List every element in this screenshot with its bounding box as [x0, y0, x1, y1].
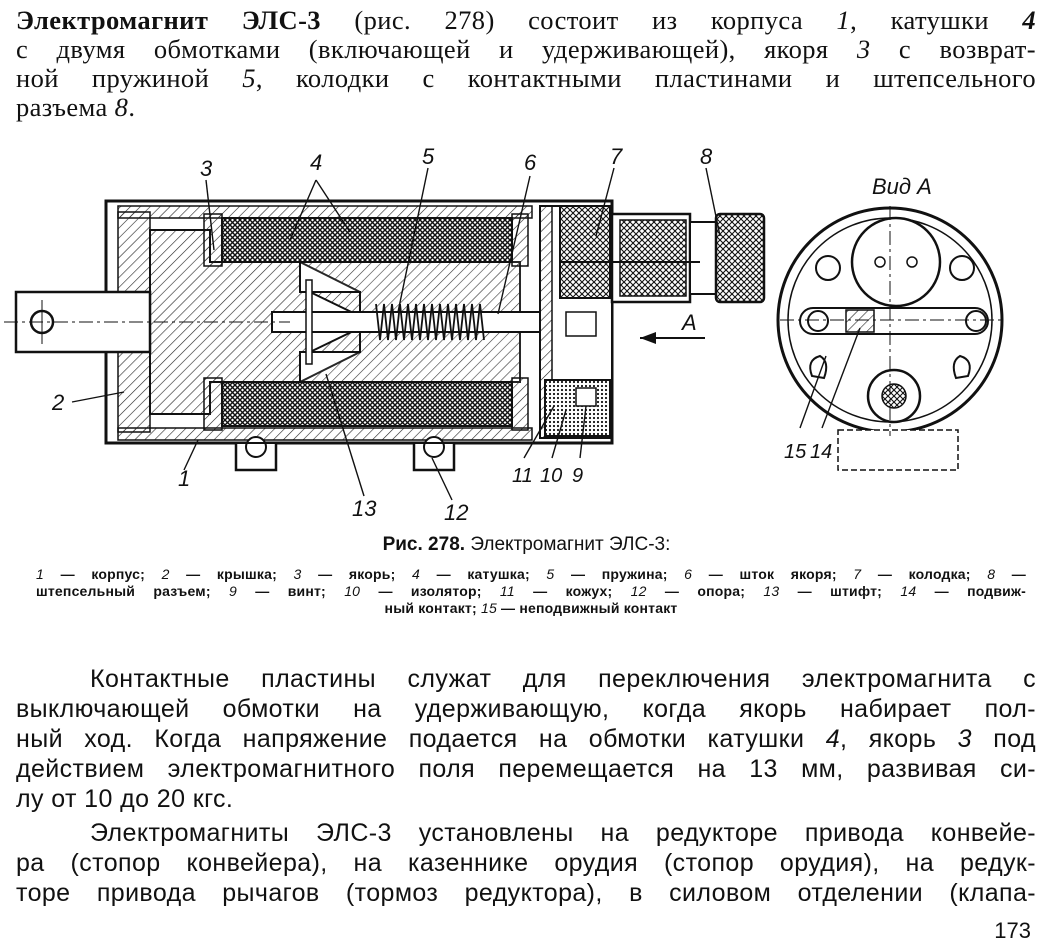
legend-item-number: 9	[228, 583, 237, 599]
legend-item-text: — корпус;	[44, 566, 162, 582]
label-12: 12	[444, 500, 468, 525]
page-number: 173	[994, 918, 1031, 943]
legend-item-text: — колодка;	[861, 566, 988, 582]
legend-item-text: — шток якоря;	[692, 566, 854, 582]
figure-number: Рис. 278.	[382, 534, 466, 555]
legend-line-3: ный контакт; 15 — неподвижный контакт	[36, 600, 1026, 617]
label-15: 15	[784, 441, 807, 463]
legend-item-number: 15	[480, 600, 497, 616]
legend-item-text: — подвиж-	[916, 583, 1026, 599]
label-4: 4	[310, 150, 322, 175]
legend-item-number: 4	[412, 566, 420, 582]
device-name: Электромагнит ЭЛС-3	[16, 5, 321, 35]
label-10: 10	[540, 465, 562, 487]
legend-item-text: ный контакт;	[384, 600, 481, 616]
legend-item-number: 13	[763, 583, 780, 599]
label-5: 5	[422, 144, 435, 169]
label-9: 9	[572, 465, 583, 487]
legend-item-number: 8	[987, 566, 996, 582]
legend-item-number: 12	[630, 583, 647, 599]
legend-item-text: — изолятор;	[360, 583, 500, 599]
paragraph-intro: Электромагнит ЭЛС-3 (рис. 278) состоит и…	[16, 5, 1036, 122]
label-6: 6	[524, 150, 537, 175]
figure-278-drawing: 1 2 3 4 5 6 7 8 9 10 11 12 13 14 15 Вид …	[4, 144, 1004, 525]
housing-wall-bottom	[117, 427, 533, 441]
legend-item-number: 14	[900, 583, 917, 599]
coil-upper	[221, 217, 513, 263]
legend-item-text: — якорь;	[301, 566, 412, 582]
legend-item-number: 10	[344, 583, 361, 599]
longitudinal-section	[4, 199, 766, 472]
legend-item-number: 3	[293, 566, 302, 582]
legend-item-text: — винт;	[236, 583, 345, 599]
screw	[575, 387, 597, 407]
label-7: 7	[610, 144, 623, 169]
legend-item-number: 6	[684, 566, 693, 582]
callout-labels: 1 2 3 4 5 6 7 8 9 10 11 12 13 14 15 Вид …	[51, 144, 932, 525]
label-11: 11	[512, 465, 533, 487]
legend-item-number: 1	[36, 566, 44, 582]
label-8: 8	[700, 144, 713, 169]
legend-line-2: штепсельный разъем; 9 — винт; 10 — изоля…	[36, 583, 1026, 600]
legend-item-text: — крышка;	[169, 566, 294, 582]
paragraph-contacts: Контактные пластины служат для переключе…	[16, 665, 1036, 813]
terminal-block	[559, 205, 611, 299]
figure-caption: Рис. 278. Электромагнит ЭЛС-3:	[382, 534, 671, 555]
legend-item-text: — штифт;	[779, 583, 901, 599]
end-view-base	[837, 429, 959, 471]
figure-legend: 1 — корпус; 2 — крышка; 3 — якорь; 4 — к…	[36, 566, 1026, 617]
end-view-a	[776, 206, 1004, 471]
legend-item-number: 7	[853, 566, 862, 582]
legend-item-number: 5	[546, 566, 555, 582]
plug-nut	[714, 212, 766, 304]
label-13: 13	[352, 496, 377, 521]
legend-line-1: 1 — корпус; 2 — крышка; 3 — якорь; 4 — к…	[36, 566, 1026, 583]
legend-item-number: 11	[499, 583, 515, 599]
legend-item-text: — катушка;	[420, 566, 547, 582]
leader-lines	[71, 167, 861, 501]
label-2: 2	[51, 390, 64, 415]
label-14: 14	[810, 441, 832, 463]
pin	[305, 279, 313, 365]
paragraph-installation: Электромагниты ЭЛС-3 установлены на реду…	[16, 819, 1036, 907]
coil-lower	[221, 381, 513, 427]
legend-item-number: 2	[161, 566, 170, 582]
legend-item-text: —	[995, 566, 1027, 582]
view-a-label: Вид А	[872, 174, 932, 199]
legend-item-text: — пружина;	[554, 566, 685, 582]
label-3: 3	[200, 156, 213, 181]
legend-item-text: — кожух;	[514, 583, 631, 599]
label-1: 1	[178, 466, 190, 491]
legend-item-text: — неподвижный контакт	[496, 600, 678, 616]
legend-item-text: — опора;	[646, 583, 764, 599]
arrow-a-label: А	[680, 310, 697, 335]
legend-item-text: штепсельный разъем;	[36, 583, 229, 599]
spring	[375, 303, 485, 341]
housing-wall-top	[117, 205, 533, 219]
